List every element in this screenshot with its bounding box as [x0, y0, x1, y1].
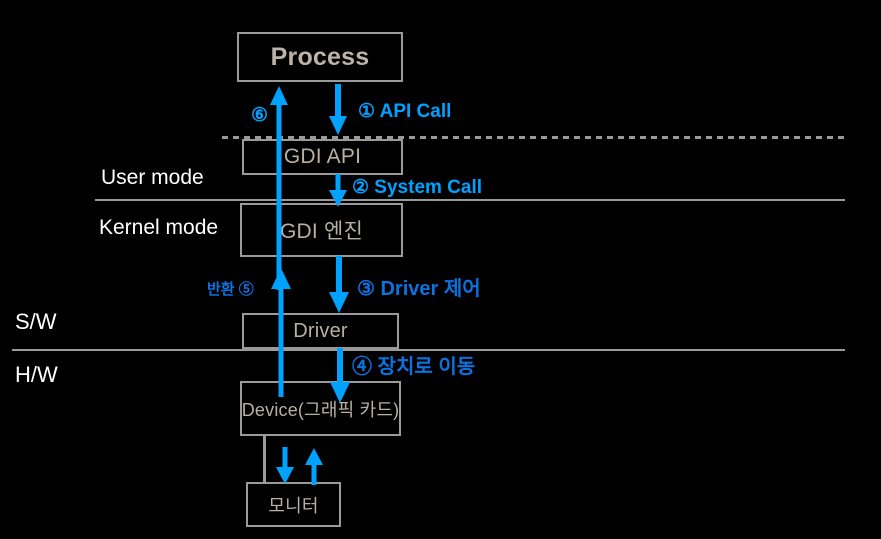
box-process: Process: [237, 32, 403, 82]
arrow-return-up-device-to-engine: [270, 267, 292, 397]
arrow-monitor-to-device-up: [304, 447, 324, 485]
label-kernel-mode: Kernel mode: [99, 216, 219, 239]
step-label-1-api-call: ① API Call: [358, 101, 452, 122]
sw-hw-divider-line: [12, 349, 845, 351]
device-monitor-connector-line: [263, 435, 266, 484]
step-label-5-return: 반환 ⑤: [207, 281, 254, 298]
arrow-move-to-device-down: [329, 348, 351, 404]
box-monitor-label: 모니터: [268, 495, 319, 516]
box-gdi-engine: GDI 엔진: [240, 203, 403, 257]
user-kernel-divider-line: [95, 199, 845, 201]
step-label-2-system-call: ② System Call: [352, 177, 483, 198]
box-gdi-api: GDI API: [242, 139, 403, 175]
box-driver: Driver: [242, 313, 399, 349]
step-label-3-driver-control: ③ Driver 제어: [357, 278, 481, 300]
label-user-mode: User mode: [101, 166, 204, 189]
box-device-label: Device(그래픽 카드): [241, 399, 400, 420]
arrow-return-to-process-up: [269, 85, 289, 290]
box-monitor: 모니터: [246, 482, 341, 527]
box-device: Device(그래픽 카드): [240, 381, 401, 436]
step-label-6: ⑥: [251, 105, 269, 126]
box-driver-label: Driver: [293, 319, 348, 342]
arrow-device-to-monitor-down: [275, 447, 295, 485]
box-gdi-api-label: GDI API: [283, 145, 362, 168]
step-label-4-move-to-device: ④ 장치로 이동: [352, 356, 476, 378]
arrow-system-call-down: [328, 174, 348, 208]
arrow-api-call-down: [328, 84, 348, 136]
box-gdi-engine-label: GDI 엔진: [279, 220, 363, 243]
label-hw: H/W: [15, 362, 58, 387]
box-process-label: Process: [270, 42, 370, 71]
label-sw: S/W: [15, 309, 57, 334]
arrow-driver-control-down: [328, 256, 350, 314]
user-mode-dashed-divider: [222, 136, 845, 139]
